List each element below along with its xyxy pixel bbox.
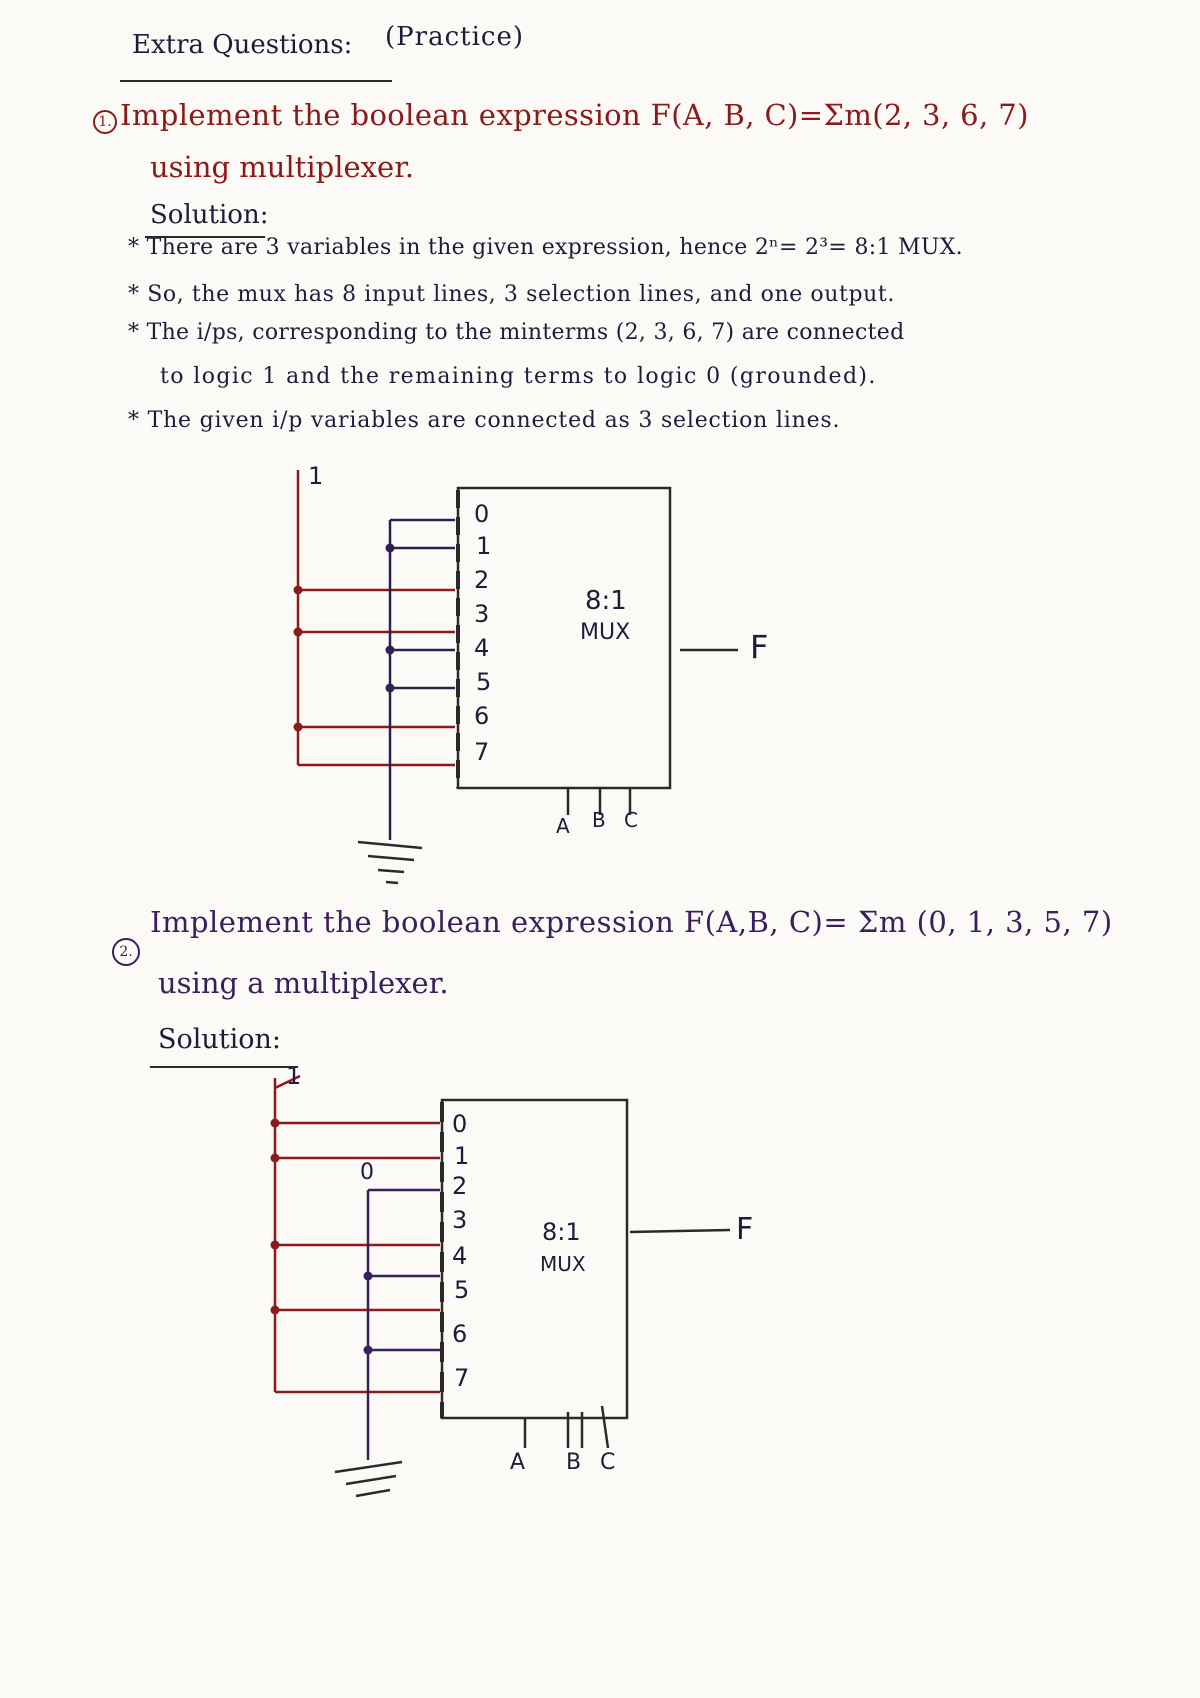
logic-zero-label-2: 0: [360, 1160, 374, 1185]
mux2-input-2: 2: [452, 1172, 468, 1200]
logic-one-label-2: 1: [286, 1062, 302, 1090]
mux1-input-1: 1: [476, 532, 492, 560]
question-2-line-1: Implement the boolean expression F(A,B, …: [150, 905, 1113, 939]
mux1-input-3: 3: [474, 600, 490, 628]
logic-one-label-1: 1: [308, 462, 324, 490]
question-2-solution-label: Solution:: [158, 1024, 282, 1055]
question-2-line-2: using a multiplexer.: [158, 966, 449, 1000]
mux1-label-ratio: 8:1: [585, 586, 627, 616]
mux2-input-6: 6: [452, 1320, 468, 1348]
mux1-input-0: 0: [474, 500, 490, 528]
mux2-input-5: 5: [454, 1276, 470, 1304]
mux1-label-name: MUX: [580, 620, 631, 645]
solution-2-underline: [150, 1066, 298, 1068]
solution-1-underline: [145, 236, 265, 238]
mux2-output-label: F: [736, 1212, 754, 1247]
question-1-number: 1.: [93, 110, 117, 134]
mux2-input-3: 3: [452, 1206, 468, 1234]
mux2-select-a: A: [510, 1450, 526, 1475]
mux1-select-c: C: [624, 808, 638, 832]
q1-bullet-2: * So, the mux has 8 input lines, 3 selec…: [128, 282, 895, 307]
mux1-input-6: 6: [474, 702, 490, 730]
mux2-label-ratio: 8:1: [542, 1218, 581, 1246]
mux2-input-7: 7: [454, 1364, 470, 1392]
q1-bullet-5: * The given i/p variables are connected …: [128, 408, 841, 433]
mux2-input-4: 4: [452, 1242, 468, 1270]
question-1-line-1: Implement the boolean expression F(A, B,…: [120, 98, 1029, 132]
mux2-input-0: 0: [452, 1110, 468, 1138]
q1-bullet-1: * There are 3 variables in the given exp…: [128, 235, 963, 260]
q1-bullet-3: * The i/ps, corresponding to the minterm…: [128, 320, 905, 345]
mux1-input-5: 5: [476, 668, 492, 696]
mux2-select-b: B: [566, 1450, 582, 1475]
mux1-input-4: 4: [474, 634, 490, 662]
title-underline: [120, 80, 392, 82]
mux1-select-b: B: [592, 808, 606, 832]
page-subtitle: (Practice): [385, 22, 524, 52]
page-title: Extra Questions:: [132, 30, 353, 60]
mux2-input-1: 1: [454, 1142, 470, 1170]
mux1-input-7: 7: [474, 738, 490, 766]
q1-bullet-4: to logic 1 and the remaining terms to lo…: [160, 364, 877, 389]
mux2-select-c: C: [600, 1450, 616, 1475]
mux1-input-2: 2: [474, 566, 490, 594]
mux1-output-label: F: [750, 628, 769, 666]
mux1-select-a: A: [556, 814, 570, 838]
question-2-number: 2.: [112, 938, 140, 966]
question-1-line-2: using multiplexer.: [150, 150, 415, 184]
question-1-solution-label: Solution:: [150, 200, 269, 230]
mux2-label-name: MUX: [540, 1252, 586, 1276]
